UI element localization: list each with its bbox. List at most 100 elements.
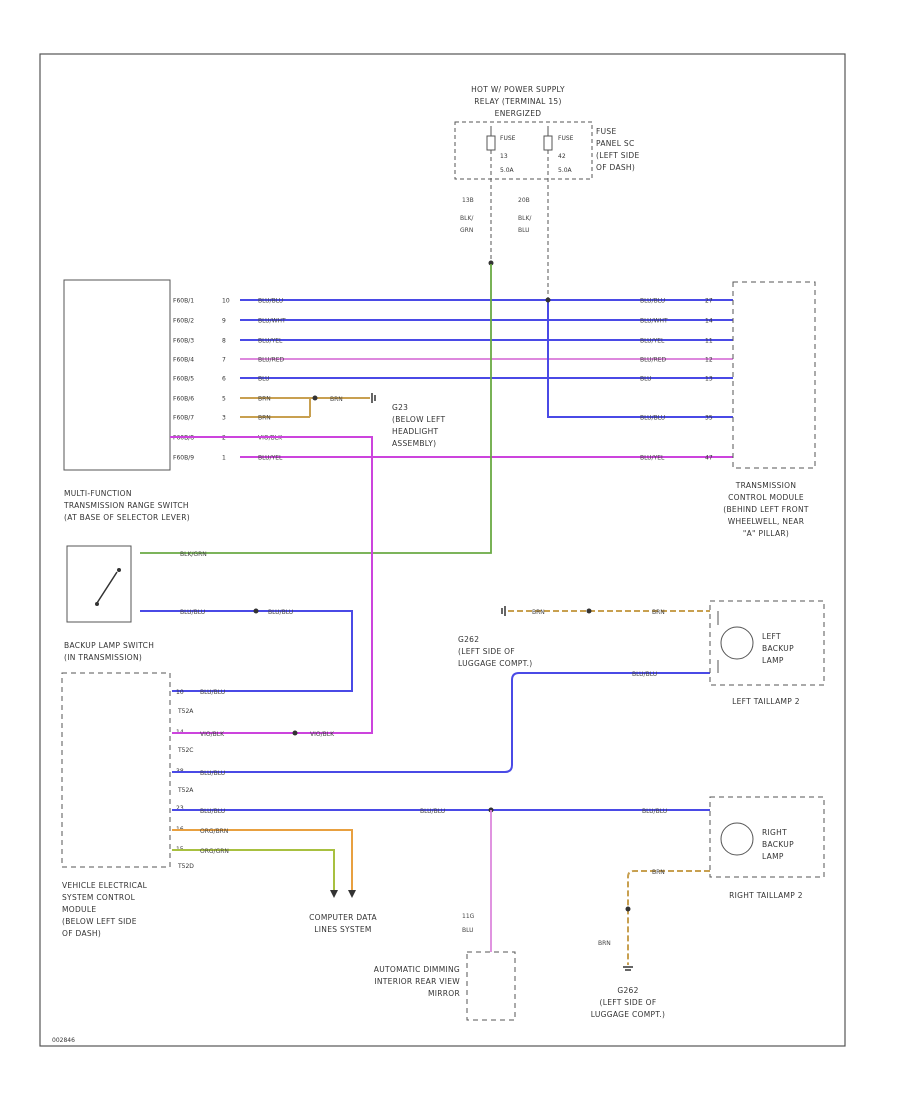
- vescm-wire-label-6: BLU/BLU: [420, 808, 445, 815]
- mfs-wire-label-9: BLU/YEL: [258, 455, 283, 462]
- splice-left-tail: [586, 608, 592, 614]
- tcm-box: [732, 281, 816, 469]
- splice-vio: [292, 730, 298, 736]
- right-lamp-3: LAMP: [762, 852, 784, 861]
- mfs-wire-label-1: BLU/BLU: [258, 298, 283, 305]
- tcm-wire-label-1: BLU/BLU: [640, 298, 665, 305]
- mfs-pin-5: 6: [222, 376, 226, 383]
- wire-brn-right-tail: [627, 870, 710, 965]
- fuse-13-number: 13: [500, 153, 508, 160]
- wire-blu-blu-switch: [140, 610, 353, 692]
- fuse-42-number: 42: [558, 153, 566, 160]
- fuse-13-rating: 5.0A: [500, 167, 515, 174]
- tcm-label-5: "A" PILLAR): [743, 529, 789, 538]
- wire-13b-label: 13B: [462, 197, 474, 204]
- fuse-panel-box: [454, 121, 593, 180]
- mfs-conn-6: F60B/6: [173, 396, 194, 403]
- vescm-wire-label-5: BLU/BLU: [200, 808, 225, 815]
- tcm-wire-label-5: BLU: [640, 376, 652, 383]
- mfs-label-1: MULTI-FUNCTION: [64, 489, 132, 498]
- tcm-pin-4: 12: [705, 357, 713, 364]
- mfs-pin-7: 3: [222, 415, 226, 422]
- left-lamp-2: BACKUP: [762, 644, 794, 653]
- computer-label-2: LINES SYSTEM: [314, 925, 371, 934]
- tcm-label-1: TRANSMISSION: [735, 481, 797, 490]
- left-tail-label: LEFT TAILLAMP 2: [732, 697, 800, 706]
- vescm-wire-label-1: BLU/BLU: [200, 689, 225, 696]
- fuse-panel-label-3: (LEFT SIDE: [596, 151, 639, 160]
- tcm-wire-label-7: BLU/YEL: [640, 455, 665, 462]
- splice-13b: [488, 260, 494, 266]
- splice-right-tail: [625, 906, 631, 912]
- mirror-group: 11G BLU AUTOMATIC DIMMING INTERIOR REAR …: [374, 810, 516, 1021]
- switch-contact-b: [117, 568, 121, 572]
- mfs-label-3: (AT BASE OF SELECTOR LEVER): [64, 513, 190, 522]
- right-backup-lamp-bulb: [720, 822, 754, 856]
- vescm-wire-label-7: ORG/BRN: [200, 828, 228, 835]
- vescm-wire-label-8: ORG/GRN: [200, 848, 229, 855]
- vescm-block-2: T52C: [177, 747, 194, 754]
- left-tail-wire-b: BRN: [652, 609, 665, 616]
- mfs-conn-4: F60B/4: [173, 357, 194, 364]
- fuse-42-symbol: [543, 126, 553, 151]
- vescm-pin-4: 23: [176, 805, 184, 812]
- mfs-box: [63, 279, 171, 471]
- right-lamp-1: RIGHT: [762, 828, 787, 837]
- left-tail-box: [709, 600, 825, 686]
- g23-label-1: G23: [392, 403, 408, 412]
- vescm-group: T52A T52C T52A T52D VEHICLE ELECTRICAL S…: [61, 436, 710, 938]
- fuse-panel-label-4: OF DASH): [596, 163, 635, 172]
- vescm-pin-1: 10: [176, 689, 184, 696]
- wire-org-brn: [172, 829, 353, 893]
- power-title-2: RELAY (TERMINAL 15): [474, 97, 561, 106]
- mfs-pin-6: 5: [222, 396, 226, 403]
- tcm-pin-6: 35: [705, 415, 713, 422]
- left-lamp-1: LEFT: [762, 632, 781, 641]
- ground-symbol-right-tail: [623, 966, 633, 971]
- g23-label-2: (BELOW LEFT: [392, 415, 446, 424]
- wire-g23-label: BRN: [330, 396, 343, 403]
- diagram-frame: [39, 53, 846, 1047]
- backup-switch-box: [66, 545, 132, 623]
- left-tail-ground-3: LUGGAGE COMPT.): [458, 659, 533, 668]
- left-tail-ground-1: G262: [458, 635, 479, 644]
- mirror-box: [466, 951, 516, 1021]
- mirror-wire-2: BLU: [462, 927, 474, 934]
- mfs-conn-1: F60B/1: [173, 298, 194, 305]
- wire-org-grn: [172, 849, 335, 893]
- tcm-pin-2: 14: [705, 318, 713, 325]
- wire-vio-blk: [170, 436, 373, 734]
- mfs-wire-label-4: BLU/RED: [258, 357, 285, 364]
- mfs-label-2: TRANSMISSION RANGE SWITCH: [63, 501, 189, 510]
- fuse-42-rating: 5.0A: [558, 167, 573, 174]
- g23-label-3: HEADLIGHT: [392, 427, 439, 436]
- tcm-wire-label-4: BLU/RED: [640, 357, 667, 364]
- splice-switch: [253, 608, 259, 614]
- left-tail-ground-2: (LEFT SIDE OF: [458, 647, 515, 656]
- mfs-pin-9: 1: [222, 455, 226, 462]
- tcm-pin-5: 13: [705, 376, 713, 383]
- g23-label-4: ASSEMBLY): [392, 439, 436, 448]
- power-supply-group: HOT W/ POWER SUPPLY RELAY (TERMINAL 15) …: [454, 85, 639, 300]
- fuse-13-symbol: [486, 126, 496, 151]
- right-lamp-2: BACKUP: [762, 840, 794, 849]
- mfs-wire-label-2: BLU/WHT: [258, 318, 286, 325]
- fuse-42-label: FUSE: [558, 135, 574, 142]
- mfs-pin-2: 9: [222, 318, 226, 325]
- mirror-label-2: INTERIOR REAR VIEW: [374, 977, 460, 986]
- vescm-wire-label-3: VIO/BLK: [310, 731, 335, 738]
- fuse-panel-label-1: FUSE: [596, 127, 617, 136]
- mirror-wire-1: 11G: [462, 913, 475, 920]
- wire-blu-left-tail: [172, 672, 710, 773]
- left-backup-lamp-bulb: [720, 626, 754, 660]
- vescm-label-2: SYSTEM CONTROL: [62, 893, 136, 902]
- mfs-conn-5: F60B/5: [173, 376, 194, 383]
- right-tail-wire-b: BRN: [652, 869, 665, 876]
- wire-switch-label-a: BLU/BLU: [180, 609, 205, 616]
- right-tail-box: [709, 796, 825, 878]
- vescm-block-4: T52D: [177, 863, 194, 870]
- wire-blk-grn: [140, 264, 492, 554]
- vescm-wire-label-4: BLU/BLU: [200, 770, 225, 777]
- left-taillamp-group: BRN BRN BLU/BLU G262 (LEFT SIDE OF LUGGA…: [458, 600, 825, 706]
